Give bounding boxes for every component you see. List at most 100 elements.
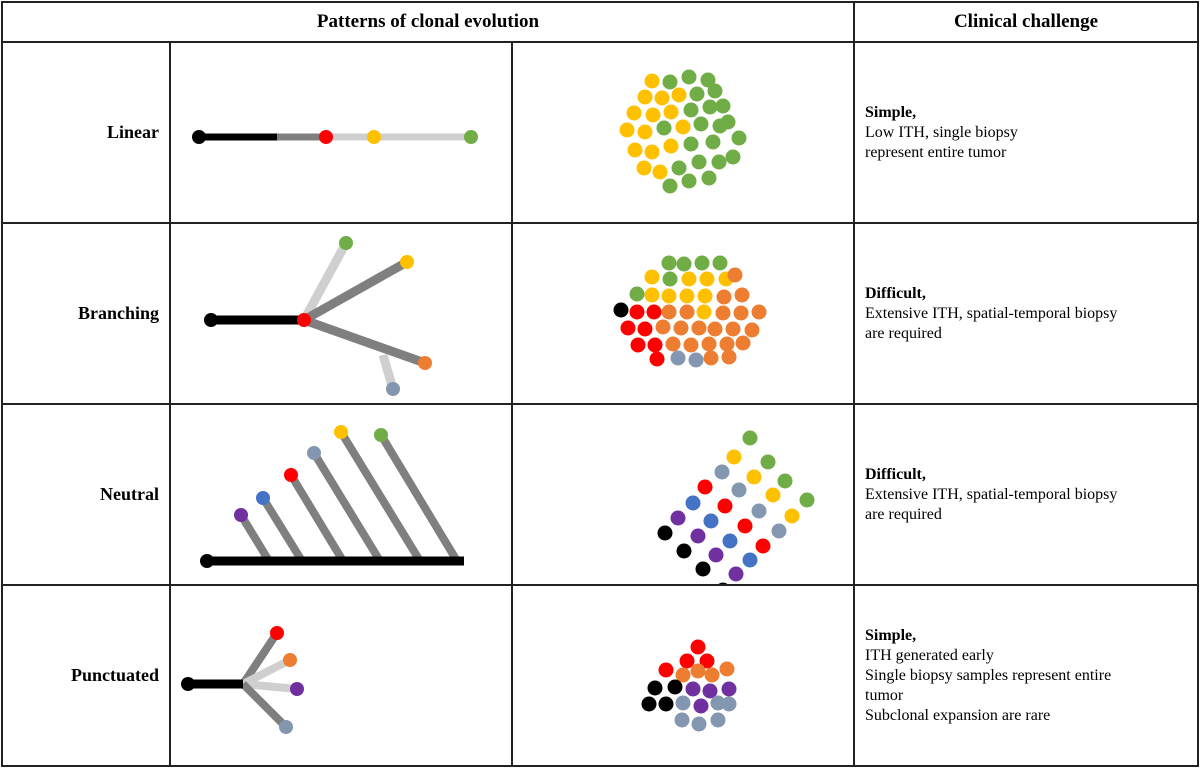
cell-green xyxy=(701,170,717,185)
challenge-line: Low ITH, single biopsy xyxy=(865,123,1018,141)
root-node xyxy=(200,553,214,568)
cell-purple xyxy=(685,681,701,696)
tree-linear xyxy=(169,41,513,224)
cell-bluegray xyxy=(771,523,787,538)
cell-yellow xyxy=(627,142,643,157)
cell-green xyxy=(689,86,705,101)
cell-yellow xyxy=(663,138,679,153)
cell-green xyxy=(681,69,697,84)
cell-red xyxy=(630,337,646,352)
cell-orange xyxy=(734,287,750,302)
pattern-label-branching: Branching xyxy=(1,222,171,405)
cell-orange xyxy=(744,322,760,337)
challenge-title: Difficult, xyxy=(865,284,926,302)
cell-black xyxy=(667,679,683,694)
cell-green xyxy=(662,271,678,286)
node-orange xyxy=(283,652,297,667)
pattern-label-linear: Linear xyxy=(1,41,171,224)
cell-bluegray xyxy=(714,464,730,479)
cell-bluegray xyxy=(731,482,747,497)
cell-yellow xyxy=(644,269,660,284)
cell-orange xyxy=(715,305,731,320)
node-red xyxy=(297,312,311,327)
cell-orange xyxy=(673,320,689,335)
cell-purple xyxy=(728,566,744,581)
cell-black xyxy=(657,525,673,540)
cell-green xyxy=(712,118,728,133)
node-bluegray xyxy=(386,381,400,396)
cell-green xyxy=(700,72,716,87)
tree-neutral-svg xyxy=(200,424,464,568)
cell-bluegray xyxy=(674,712,690,727)
cell-black xyxy=(613,302,629,317)
cell-yellow xyxy=(637,124,653,139)
challenge-line: ITH generated early xyxy=(865,646,994,664)
cell-red xyxy=(629,304,645,319)
challenge-title: Simple, xyxy=(865,103,917,121)
node-bluegray xyxy=(279,719,293,734)
cell-red xyxy=(755,538,771,553)
cell-green xyxy=(707,83,723,98)
cell-green xyxy=(799,492,815,507)
challenge-neutral: Difficult, Extensive ITH, spatial-tempor… xyxy=(853,403,1199,586)
cell-orange xyxy=(679,304,695,319)
cells-branching-svg xyxy=(613,255,767,367)
tree-branching-svg xyxy=(204,235,432,396)
cell-orange xyxy=(719,661,735,676)
cell-yellow xyxy=(726,449,742,464)
row-neutral: Neutral Difficult, xyxy=(1,403,1199,586)
cell-bluegray xyxy=(670,350,686,365)
node-orange xyxy=(418,355,432,370)
cell-yellow xyxy=(644,144,660,159)
cell-red xyxy=(737,518,753,533)
cell-yellow xyxy=(619,122,635,137)
cell-green xyxy=(694,255,710,270)
node-yellow xyxy=(367,129,381,144)
cell-green xyxy=(661,255,677,270)
cell-bluegray xyxy=(751,503,767,518)
branch-dark xyxy=(377,432,461,563)
cells-neutral xyxy=(511,403,855,586)
cell-bluegray xyxy=(688,352,704,367)
cells-branching xyxy=(511,222,855,405)
challenge-line: are required xyxy=(865,324,942,342)
cell-yellow xyxy=(636,160,652,175)
challenge-line: Extensive ITH, spatial-temporal biopsy xyxy=(865,485,1118,503)
challenge-title: Difficult, xyxy=(865,465,926,483)
node-purple xyxy=(234,507,248,522)
cell-yellow xyxy=(645,107,661,122)
cell-green xyxy=(693,116,709,131)
cell-yellow xyxy=(661,288,677,303)
cell-black xyxy=(676,543,692,558)
cell-yellow xyxy=(681,271,697,286)
cell-black xyxy=(641,696,657,711)
branch-dark xyxy=(259,495,306,563)
cell-orange xyxy=(704,667,720,682)
tree-punctuated xyxy=(169,584,513,767)
cell-orange xyxy=(690,663,706,678)
cell-red xyxy=(699,653,715,668)
cell-green xyxy=(742,430,758,445)
cell-black xyxy=(647,680,663,695)
cell-orange xyxy=(691,320,707,335)
node-red xyxy=(319,129,333,144)
cell-green xyxy=(711,154,727,169)
cell-green xyxy=(777,473,793,488)
cell-red xyxy=(646,304,662,319)
cell-orange xyxy=(661,304,677,319)
cell-green xyxy=(731,130,747,145)
cell-orange xyxy=(665,336,681,351)
challenge-header: Clinical challenge xyxy=(853,1,1199,43)
cell-green xyxy=(681,173,697,188)
challenge-line: tumor xyxy=(865,686,904,704)
cell-bluegray xyxy=(710,712,726,727)
cell-yellow xyxy=(697,288,713,303)
cell-purple xyxy=(670,510,686,525)
tree-linear-svg xyxy=(192,129,478,144)
cell-yellow xyxy=(652,164,668,179)
row-punctuated: Punctuated Simple, ITH generated early S… xyxy=(1,584,1199,767)
cell-purple xyxy=(708,547,724,562)
cell-black xyxy=(718,582,728,584)
cell-orange xyxy=(675,667,691,682)
challenge-branching: Difficult, Extensive ITH, spatial-tempor… xyxy=(853,222,1199,405)
